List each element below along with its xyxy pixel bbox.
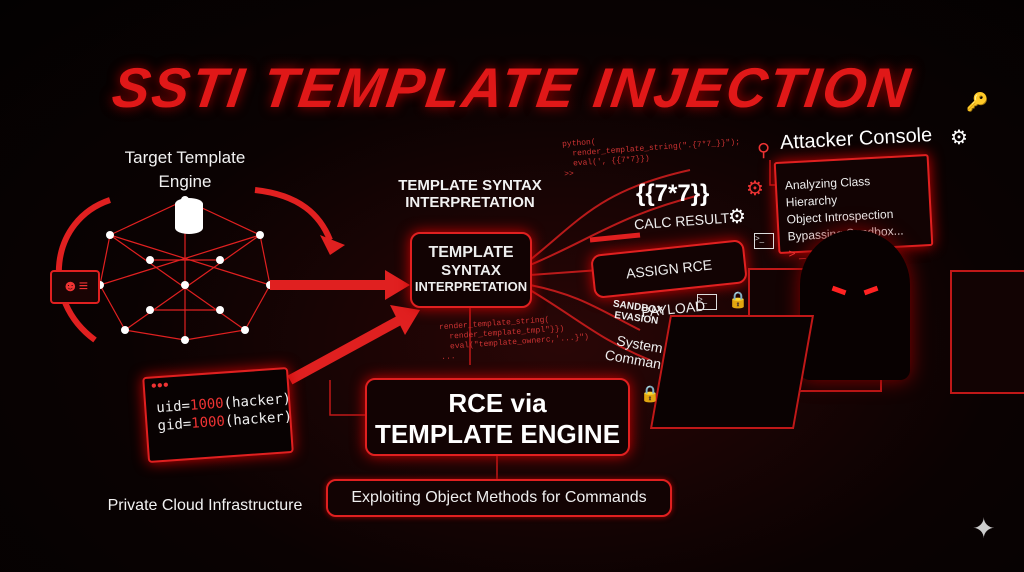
code-window-right — [950, 270, 1024, 394]
terminal-icon: >_ — [754, 233, 774, 249]
page-title: SSTI TEMPLATE INJECTION — [108, 56, 916, 119]
data-streams — [529, 169, 701, 361]
hacker-icon — [800, 230, 910, 380]
lock-icon: 🔒 — [728, 292, 748, 309]
exploit-box: Exploiting Object Methods for Commands — [326, 479, 672, 517]
id-card-icon: ☻≡ — [50, 270, 100, 304]
gear-icon: ⚙ — [728, 206, 746, 228]
gear-icon: ⚙ — [950, 127, 968, 149]
gear-icon: ⚙ — [746, 178, 764, 200]
target-engine-label: Target Template Engine — [100, 148, 270, 192]
cycle-arrow-right — [254, 187, 333, 242]
key-icon: 🔑 — [966, 92, 989, 112]
target-label-line2: Engine — [158, 172, 212, 191]
connector-lines — [329, 160, 790, 480]
sparkle-icon: ✦ — [972, 513, 996, 544]
database-icon — [175, 198, 203, 234]
key-icon: ⚲ — [757, 140, 771, 160]
expression-text: {{7*7}} — [636, 180, 710, 207]
arrow-from-infra — [287, 315, 403, 385]
cycle-arrow-left — [55, 197, 111, 343]
infra-label: Private Cloud Infrastructure — [107, 497, 303, 514]
target-label-line1: Target Template — [124, 148, 246, 167]
terminal-icon: >_ — [697, 294, 717, 310]
syntax-box: TEMPLATE SYNTAX INTERPRETATION — [410, 232, 532, 308]
lock-icon: 🔒 — [640, 386, 660, 403]
terminal-window: ●●● uid=1000(hacker) gid=1000(hacker) — [142, 367, 294, 463]
network-nodes — [96, 196, 274, 344]
laptop-icon — [649, 315, 815, 429]
